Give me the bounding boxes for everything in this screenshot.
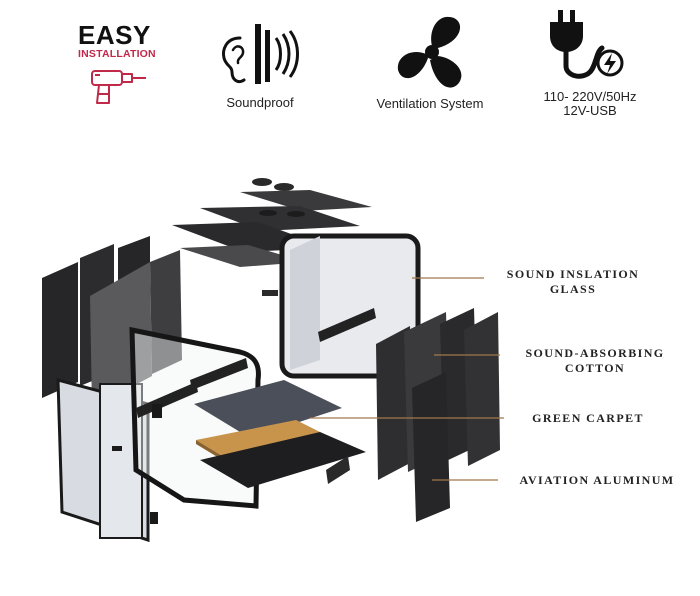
soundproof-feature: Soundproof <box>210 96 310 110</box>
callout-carpet: GREEN CARPET <box>508 411 668 426</box>
floor-base <box>200 432 366 488</box>
ceiling-frame <box>180 245 306 267</box>
callout-aluminum: AVIATION ALUMINUM <box>502 473 692 488</box>
callout-cotton-line2: COTTON <box>564 361 626 375</box>
power-usb-label: 12V-USB <box>563 103 617 118</box>
aluminum-panel <box>412 372 450 522</box>
easy-subtitle: INSTALLATION <box>78 48 156 60</box>
left-outer-panel <box>42 262 78 398</box>
callout-cotton: SOUND-ABSORBING COTTON <box>505 346 685 376</box>
leader-lines <box>310 277 504 481</box>
callout-glass: SOUND INSLATION GLASS <box>488 267 658 297</box>
callout-glass-line2: GLASS <box>549 282 597 296</box>
power-feature: 110- 220V/50Hz 12V-USB <box>520 90 660 118</box>
callout-cotton-line1: SOUND-ABSORBING <box>525 346 665 360</box>
easy-title: EASY <box>78 20 151 50</box>
roof-vent-cap <box>252 178 272 186</box>
callout-glass-line1: SOUND INSLATION <box>506 267 640 281</box>
soundproof-label: Soundproof <box>226 95 294 110</box>
callout-carpet-label: GREEN CARPET <box>532 411 644 425</box>
booth-exploded-diagram <box>42 178 500 543</box>
roof-panel <box>240 190 372 211</box>
ear-soundwave-icon <box>222 24 299 84</box>
left-cotton-panel <box>150 250 182 374</box>
plug-bolt-icon <box>550 10 624 79</box>
roof-vent-cap <box>274 183 294 191</box>
ventilation-feature: Ventilation System <box>360 97 500 111</box>
ventilation-label: Ventilation System <box>376 96 484 111</box>
fan-icon <box>397 16 462 88</box>
power-voltage-label: 110- 220V/50Hz <box>543 89 637 104</box>
left-cotton-panel <box>90 262 152 408</box>
drill-icon <box>91 70 146 104</box>
roof-panel <box>200 206 360 231</box>
callout-aluminum-label: AVIATION ALUMINUM <box>519 473 675 487</box>
carpet-layer <box>194 380 342 438</box>
right-cotton-panel <box>376 326 412 480</box>
back-wall-rail <box>318 308 376 342</box>
right-cotton-panel <box>464 312 500 466</box>
door-handle <box>112 446 122 451</box>
